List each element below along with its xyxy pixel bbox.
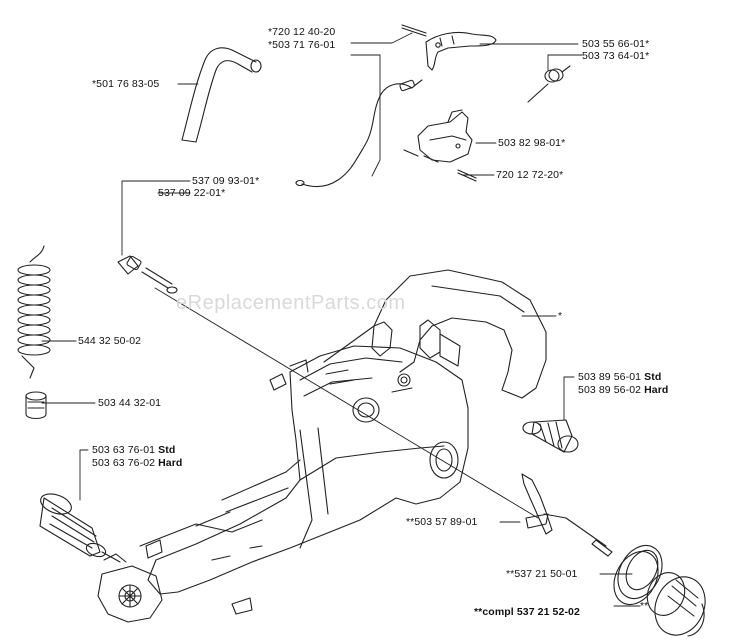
label-rear-buffer-hard: 503 89 56-02 Hard	[578, 384, 668, 396]
gasket-ring-part	[613, 545, 663, 605]
label-cable-a: 537 09 93-01*	[192, 175, 260, 187]
label-trigger-b: 503 73 64-01*	[582, 50, 650, 62]
throttle-lockout-part	[417, 109, 473, 163]
front-buffer-hard-number: 503 63 76-02	[92, 457, 156, 469]
label-gasket: **537 21 50-01	[506, 568, 578, 580]
front-buffer-std-tag: Std	[158, 444, 176, 456]
rear-buffer-std-tag: Std	[644, 371, 662, 383]
oil-cap-part	[646, 572, 706, 637]
leader-lines	[41, 32, 641, 607]
rear-buffer-part	[522, 419, 579, 453]
label-front-buffer-hard: 503 63 76-02 Hard	[92, 457, 182, 469]
fuel-hose-part	[181, 47, 262, 143]
front-buffer-part	[39, 493, 121, 563]
fuel-filter-part	[25, 391, 47, 420]
label-hose: *501 76 83-05	[92, 78, 160, 90]
rear-buffer-hard-number: 503 89 56-02	[578, 384, 642, 396]
coil-spring-part	[17, 245, 51, 379]
label-front-buffer-std: 503 63 76-01 Std	[92, 444, 175, 456]
label-pin: 720 12 72-20*	[496, 169, 564, 181]
compl-number: 537 21 52-02	[516, 606, 580, 618]
watermark: eReplacementParts.com	[176, 292, 406, 314]
label-rear-buffer-std: 503 89 56-01 Std	[578, 371, 661, 383]
label-tag-a: *720 12 40-20	[268, 26, 336, 38]
label-cap: **	[640, 600, 649, 612]
choke-cable-part	[117, 255, 178, 294]
label-spring: 544 32 50-02	[78, 335, 142, 347]
trigger-spring-part	[527, 65, 571, 103]
rear-buffer-std-number: 503 89 56-01	[578, 371, 642, 383]
crankcase-housing-part	[97, 269, 547, 623]
label-trigger-a: 503 55 66-01*	[582, 38, 650, 50]
front-buffer-hard-tag: Hard	[158, 457, 183, 469]
throttle-trigger-part	[425, 31, 497, 71]
label-compl: **compl 537 21 52-02	[474, 606, 580, 618]
label-lockout: 503 82 98-01*	[498, 137, 566, 149]
compl-prefix: **compl	[474, 606, 514, 618]
strap-part	[521, 473, 613, 557]
throttle-cable-part	[295, 79, 423, 188]
rear-buffer-hard-tag: Hard	[644, 384, 669, 396]
front-buffer-std-number: 503 63 76-01	[92, 444, 156, 456]
label-housing: *	[558, 310, 563, 322]
label-strap: **503 57 89-01	[406, 516, 478, 528]
label-filter: 503 44 32-01	[98, 397, 162, 409]
label-tag-b: *503 71 76-01	[268, 39, 336, 51]
pin-parts	[401, 24, 477, 182]
label-cable-b: 537 09 22-01*	[158, 187, 226, 199]
